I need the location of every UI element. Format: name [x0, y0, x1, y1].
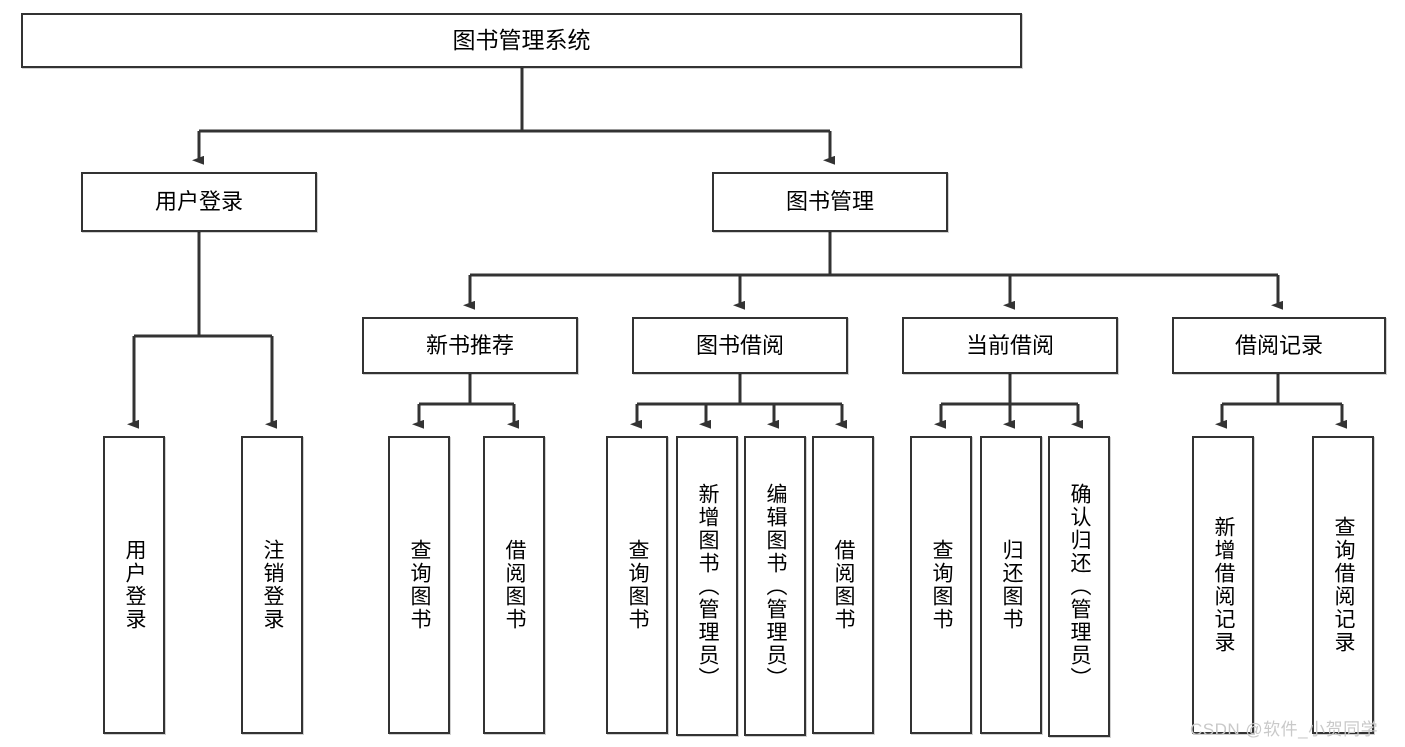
- node-leaf-query-record[interactable]: 查询借阅记录: [1312, 436, 1374, 734]
- node-book-borrow-label: 图书借阅: [695, 332, 784, 358]
- node-leaf-query-book-2-label: 查询图书: [626, 539, 650, 631]
- node-root[interactable]: 图书管理系统: [21, 13, 1022, 68]
- node-leaf-confirm-return[interactable]: 确认归还（管理员）: [1048, 436, 1110, 737]
- node-book-manage[interactable]: 图书管理: [712, 172, 948, 232]
- node-leaf-borrow-book-2[interactable]: 借阅图书: [812, 436, 874, 734]
- node-borrow-record-label: 借阅记录: [1234, 332, 1323, 358]
- node-leaf-borrow-book-1[interactable]: 借阅图书: [483, 436, 545, 734]
- node-leaf-query-book-1-label: 查询图书: [408, 539, 432, 631]
- node-book-manage-label: 图书管理: [785, 189, 874, 215]
- node-leaf-query-book-3[interactable]: 查询图书: [910, 436, 972, 734]
- node-leaf-borrow-book-2-label: 借阅图书: [832, 539, 856, 631]
- node-leaf-query-book-3-label: 查询图书: [930, 539, 954, 631]
- node-leaf-borrow-book-1-label: 借阅图书: [503, 539, 527, 631]
- node-leaf-query-book-1[interactable]: 查询图书: [388, 436, 450, 734]
- node-user-login-label: 用户登录: [154, 189, 243, 215]
- node-leaf-user-login[interactable]: 用户登录: [103, 436, 165, 734]
- node-leaf-query-book-2[interactable]: 查询图书: [606, 436, 668, 734]
- node-leaf-add-record[interactable]: 新增借阅记录: [1192, 436, 1254, 734]
- node-new-book-rec[interactable]: 新书推荐: [362, 317, 578, 374]
- node-leaf-edit-book[interactable]: 编辑图书（管理员）: [744, 436, 806, 736]
- node-current-borrow-label: 当前借阅: [965, 332, 1054, 358]
- node-leaf-user-login-label: 用户登录: [123, 539, 147, 631]
- node-leaf-logout-label: 注销登录: [261, 539, 285, 631]
- node-leaf-logout[interactable]: 注销登录: [241, 436, 303, 734]
- node-borrow-record[interactable]: 借阅记录: [1172, 317, 1386, 374]
- node-leaf-add-book-label: 新增图书（管理员）: [696, 482, 720, 690]
- node-new-book-rec-label: 新书推荐: [425, 332, 514, 358]
- node-leaf-return-book-label: 归还图书: [1000, 539, 1024, 631]
- watermark: CSDN @软件_小贺同学: [1190, 720, 1379, 739]
- node-leaf-query-record-label: 查询借阅记录: [1332, 516, 1356, 654]
- node-leaf-add-record-label: 新增借阅记录: [1212, 516, 1236, 654]
- node-current-borrow[interactable]: 当前借阅: [902, 317, 1118, 374]
- node-user-login[interactable]: 用户登录: [81, 172, 317, 232]
- node-leaf-confirm-return-label: 确认归还（管理员）: [1068, 483, 1092, 690]
- node-book-borrow[interactable]: 图书借阅: [632, 317, 848, 374]
- node-leaf-edit-book-label: 编辑图书（管理员）: [764, 482, 788, 690]
- node-leaf-add-book[interactable]: 新增图书（管理员）: [676, 436, 738, 736]
- node-leaf-return-book[interactable]: 归还图书: [980, 436, 1042, 734]
- node-root-label: 图书管理系统: [452, 26, 591, 53]
